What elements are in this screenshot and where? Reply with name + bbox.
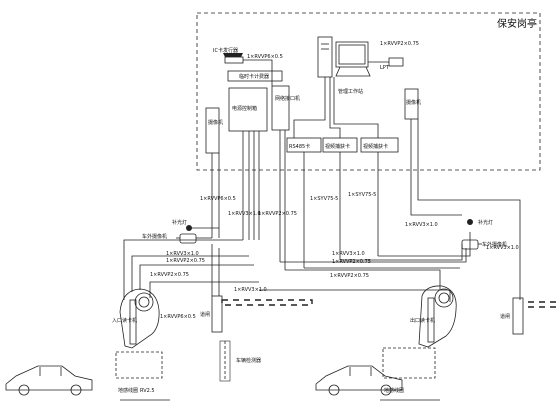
loop-left-label: 地感线圈 (118, 387, 138, 394)
cable-label-c13: 1×RVV3×1.0 (228, 211, 261, 217)
power-controller-label: 电源控制箱 (232, 105, 257, 112)
ic-issuer-device (224, 56, 244, 64)
cable-label-c8: 1×RVV3×1.0 (332, 251, 365, 257)
fill-light-right-icon (467, 219, 473, 225)
realtime-printer-box (227, 70, 283, 82)
cam-right-box (404, 88, 419, 120)
barrier-left-label: 道闸 (200, 311, 210, 318)
cable-label-c4: 1×RVV3×1.0 (486, 245, 519, 251)
camera-left-label: 车外摄像机 (142, 233, 167, 240)
cable-label-c7: 1×RVV3×1.0 (166, 251, 199, 257)
barrier-right-arm (527, 301, 557, 308)
fill-light-right-label: 补光灯 (478, 219, 493, 226)
video-card-2-box (360, 137, 399, 153)
barrier-right-label: 道闸 (500, 313, 510, 320)
loop-right-label: 地感线圈 (384, 387, 404, 394)
lpt-label: LPT (380, 65, 390, 71)
power-controller-box (228, 87, 268, 132)
camera-left-body (179, 233, 197, 244)
cable-label-c5: 1×SYV75-5 (310, 196, 338, 202)
barrier-left-arm (221, 299, 313, 306)
interface-unit-label: 网络接口机 (275, 95, 300, 102)
exit-reader-label: 出口读卡机 (410, 317, 435, 324)
booth-title: 保安岗亭 (497, 17, 537, 30)
vehicle-detector-label: 车辆检测器 (236, 357, 261, 364)
workstation-label: 管理工作站 (338, 88, 363, 95)
ic-issuer-label: IC卡发行器 (213, 47, 238, 54)
barrier-left-body (211, 295, 223, 333)
loop-left-cable-label: RV2.5 (140, 388, 155, 394)
cable-label-c11: 1×RVV3×1.0 (234, 287, 267, 293)
camera-right-body (461, 239, 479, 250)
exit-reader-body (418, 285, 457, 348)
video-card-2-label: 视频捕获卡 (363, 143, 388, 150)
cable-label-c12: 1×RVVP2×0.75 (330, 273, 369, 279)
ic-issuer-icon (223, 53, 243, 57)
cable-label-c14: 1×RVVP2×0.75 (258, 211, 297, 217)
cable-label-c9: 1×RVVP2×0.75 (166, 258, 205, 264)
entry-reader-label: 入口读卡机 (112, 317, 137, 324)
cable-issuer-label: 1×RVVP6×0.5 (247, 54, 283, 60)
pc-tower-icon (317, 36, 333, 78)
cable-label-c2: 1×RVV3×1.0 (405, 222, 438, 228)
cable-label-c3: 1×RVVP2×0.75 (150, 272, 189, 278)
monitor-icon (335, 41, 369, 68)
barrier-right-body (512, 297, 524, 335)
cam-right-label: 摄像机 (406, 99, 421, 106)
loop-right-dashed (382, 347, 436, 379)
cable-label-c10: 1×RVVP2×0.75 (332, 259, 371, 265)
camera-right-label: 车外摄像机 (482, 241, 507, 248)
interface-unit-box (271, 85, 290, 131)
fill-light-left-label: 补光灯 (172, 219, 187, 226)
car-right-icon (315, 365, 403, 396)
video-card-1-label: 视频捕获卡 (325, 143, 350, 150)
entry-reader-body (119, 288, 160, 349)
fill-light-left-icon (186, 225, 192, 231)
cam-left-label: 摄像机 (208, 119, 223, 126)
car-left-icon (5, 365, 93, 396)
realtime-printer-label: 临时卡计费器 (239, 73, 269, 80)
printer-icon (388, 57, 404, 67)
cable-pc-label: 1×RVVP2×0.75 (380, 41, 419, 47)
rs485-card-label: RS485卡 (289, 143, 310, 150)
cable-label-c1: 1×RVVP6×0.5 (200, 196, 236, 202)
security-booth-frame (196, 12, 541, 171)
cable-label-c6: 1×SYV75-5 (348, 192, 376, 198)
loop-left-dashed (115, 351, 163, 379)
cam-left-box (205, 107, 220, 154)
cable-label-c15: 1×RVVP6×0.5 (160, 314, 196, 320)
